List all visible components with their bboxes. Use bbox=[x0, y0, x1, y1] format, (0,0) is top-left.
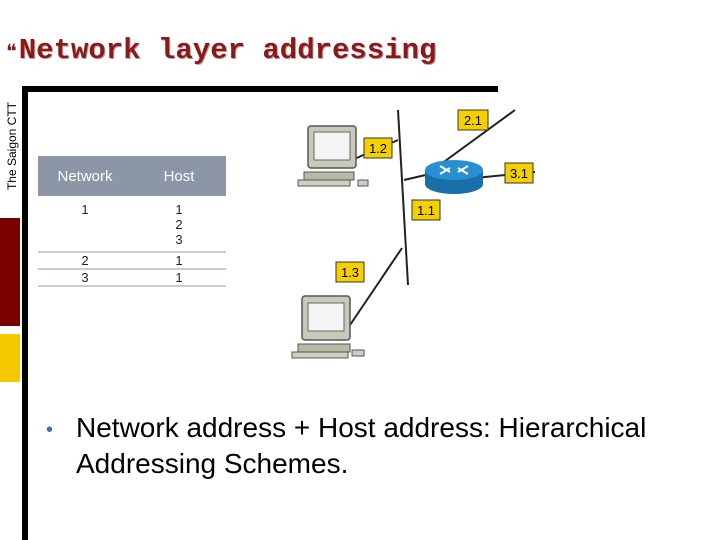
router-icon bbox=[425, 160, 483, 194]
decor-yellow-block bbox=[0, 334, 20, 382]
label-box-1-1: 1.1 bbox=[411, 199, 441, 221]
cell-host: 3 bbox=[175, 232, 183, 247]
decor-red-block bbox=[0, 218, 20, 326]
bullet-dot-icon: • bbox=[46, 419, 54, 441]
title-area: ❝ Network layer addressing bbox=[6, 34, 436, 67]
table-row: 2 bbox=[38, 217, 226, 232]
decor-vertical-bar bbox=[22, 88, 28, 540]
row-divider bbox=[38, 268, 226, 270]
label-box-1-2: 1.2 bbox=[363, 137, 393, 159]
cell-network bbox=[38, 232, 132, 247]
row-divider bbox=[38, 251, 226, 253]
label-box-2-1: 2.1 bbox=[457, 109, 489, 131]
decor-horizontal-bar bbox=[22, 86, 498, 92]
address-table: Network Host 1 1 2 3 2 1 3 1 bbox=[38, 156, 226, 287]
network-diagram: 2.1 1.2 3.1 1.1 1.3 bbox=[291, 109, 536, 359]
bullet-point: • Network address + Host address: Hierar… bbox=[46, 410, 666, 482]
table-row: 3 1 bbox=[38, 270, 226, 285]
cell-host: 1 bbox=[175, 270, 183, 285]
cell-host: 1 bbox=[175, 202, 183, 217]
side-label-text: The Saigon CTT bbox=[5, 101, 20, 191]
page-title: Network layer addressing bbox=[18, 34, 437, 67]
label-text: 3.1 bbox=[510, 166, 528, 181]
cell-network: 3 bbox=[81, 270, 89, 285]
label-box-3-1: 3.1 bbox=[504, 162, 534, 184]
side-label: The Saigon CTT bbox=[4, 90, 20, 202]
label-text: 1.2 bbox=[369, 141, 387, 156]
row-divider bbox=[38, 285, 226, 287]
header-network: Network bbox=[57, 167, 113, 185]
computer-bottom-icon bbox=[291, 295, 365, 359]
bullet-text: Network address + Host address: Hierarch… bbox=[76, 412, 647, 479]
cell-network bbox=[38, 217, 132, 232]
cell-network: 2 bbox=[81, 253, 89, 268]
table-row: 1 1 bbox=[38, 202, 226, 217]
segment-line-1 bbox=[397, 109, 409, 286]
link-pc-bottom bbox=[349, 247, 403, 326]
cell-network: 1 bbox=[81, 202, 89, 217]
table-header: Network Host bbox=[38, 156, 226, 196]
label-box-1-3: 1.3 bbox=[335, 261, 365, 283]
label-text: 2.1 bbox=[464, 113, 482, 128]
cell-host: 1 bbox=[175, 253, 183, 268]
cell-host: 2 bbox=[175, 217, 183, 232]
label-text: 1.1 bbox=[417, 203, 435, 218]
computer-top-icon bbox=[297, 125, 369, 187]
label-text: 1.3 bbox=[341, 265, 359, 280]
table-row: 3 bbox=[38, 232, 226, 247]
table-row: 2 1 bbox=[38, 253, 226, 268]
title-bullet-icon: ❝ bbox=[6, 38, 17, 63]
header-host: Host bbox=[163, 167, 195, 185]
